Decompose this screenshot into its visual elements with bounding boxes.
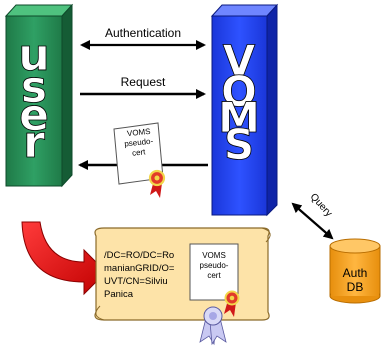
- auth-db-cylinder: Auth DB: [329, 238, 381, 304]
- user-tower: u s e r: [4, 3, 74, 188]
- rosette-ribbon-icon: [199, 306, 227, 346]
- pseudo-cert-line3: cert: [132, 147, 147, 157]
- voms-letter-v: V: [223, 36, 256, 85]
- authentication-arrow: Authentication: [80, 26, 206, 50]
- scroll-line1: /DC=RO/DC=Ro: [104, 250, 174, 261]
- red-curved-arrow: [21, 221, 107, 296]
- request-arrow: Request: [80, 75, 206, 99]
- user-letter-s: s: [21, 62, 47, 113]
- query-arrow: Query: [291, 192, 334, 240]
- scroll-cert-line1: VOMS: [202, 251, 226, 260]
- pseudo-cert-document: VOMS pseudo- cert: [113, 122, 166, 198]
- request-label: Request: [121, 75, 166, 89]
- voms-letter-o: O: [221, 67, 257, 116]
- auth-db-line2: DB: [347, 280, 364, 294]
- pseudo-cert-line1: VOMS: [127, 127, 151, 138]
- query-arrow-line: [291, 202, 334, 240]
- voms-tower: V O M S: [210, 3, 279, 217]
- user-letter-u: u: [18, 30, 49, 81]
- voms-letter-m: M: [218, 93, 260, 142]
- scroll-line4: Panica: [104, 289, 134, 300]
- user-letter-r: r: [23, 117, 45, 168]
- scroll-line2: manianGRID/O=: [104, 263, 175, 274]
- pseudo-cert-seal-icon: [148, 169, 166, 198]
- voms-letter-s: S: [224, 120, 254, 169]
- auth-db-line1: Auth: [343, 266, 368, 280]
- user-letter-e: e: [19, 90, 49, 141]
- pseudo-cert-line2: pseudo-: [124, 136, 154, 148]
- scroll-cert-document: VOMS pseudo- cert: [189, 243, 240, 317]
- scroll-cert-line3: cert: [207, 271, 221, 280]
- proxy-certificate-scroll: /DC=RO/DC=Ro manianGRID/O= UVT/CN=Silviu…: [94, 227, 271, 346]
- authentication-label: Authentication: [105, 26, 181, 40]
- scroll-line3: UVT/CN=Silviu: [104, 276, 168, 287]
- scroll-cert-line2: pseudo-: [200, 261, 229, 270]
- scroll-cert-seal-icon: [224, 290, 240, 317]
- query-label: Query: [308, 192, 334, 220]
